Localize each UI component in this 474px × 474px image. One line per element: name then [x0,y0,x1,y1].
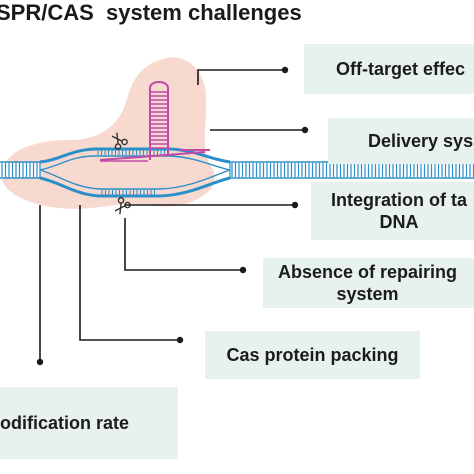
diagram-title: SPR/CAS system challenges [0,0,302,25]
challenge-box-modification: odification rate [0,387,178,459]
connectors [39,69,305,362]
challenge-label-repairing: Absence of repairing system [278,262,458,304]
guide-rna [99,81,210,162]
scissors-icon [111,132,128,150]
connector-packing [79,205,180,341]
dna-lower-strand [39,176,231,198]
challenge-label-integration: Integration of ta DNA [331,190,467,232]
challenge-box-off-target: Off-target effec [304,44,474,94]
challenge-box-packing: Cas protein packing [205,331,420,379]
cas-protein-blob [1,57,215,209]
challenge-label-delivery: Delivery sys [368,131,474,151]
challenge-label-packing: Cas protein packing [226,345,399,365]
connector-repairing [124,218,243,271]
challenge-box-integration: Integration of ta DNA [311,182,474,240]
challenge-box-delivery: Delivery sys [328,118,474,164]
connector-dots [36,66,309,366]
connector-off-target [197,69,285,85]
scissors-icon [114,197,131,215]
challenge-box-repairing: Absence of repairing system [263,258,474,308]
dna-upper-strand [39,147,231,164]
challenge-label-off-target: Off-target effec [336,59,466,79]
challenge-label-modification: odification rate [0,413,130,433]
